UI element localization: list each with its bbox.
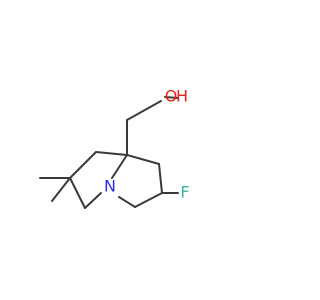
atom-nitrogen-label: N [104,177,116,196]
bond-c8a-c1 [126,154,160,165]
bond-c1-c2 [158,163,163,194]
atom-hydrogen-label: H [176,87,188,106]
atom-oxygen-label: O [165,87,178,106]
molecule-structure: O H N F [39,87,190,209]
bond-c3-n [118,196,136,208]
bond-c5-c6 [69,177,86,209]
bond-c6-methyl-b [51,177,71,202]
bond-n-c8a [111,154,128,179]
bond-c6-c7 [69,151,97,179]
bond-oh [164,96,179,99]
bond-n-c5 [84,192,102,209]
bond-c7-c8a [95,151,128,156]
bond-c2-c3 [134,192,163,208]
atom-fluorine-label: F [180,183,189,202]
bond-ch2-o [126,100,162,121]
bond-layer [39,96,179,209]
atom-label-layer: O H N F [104,87,190,202]
